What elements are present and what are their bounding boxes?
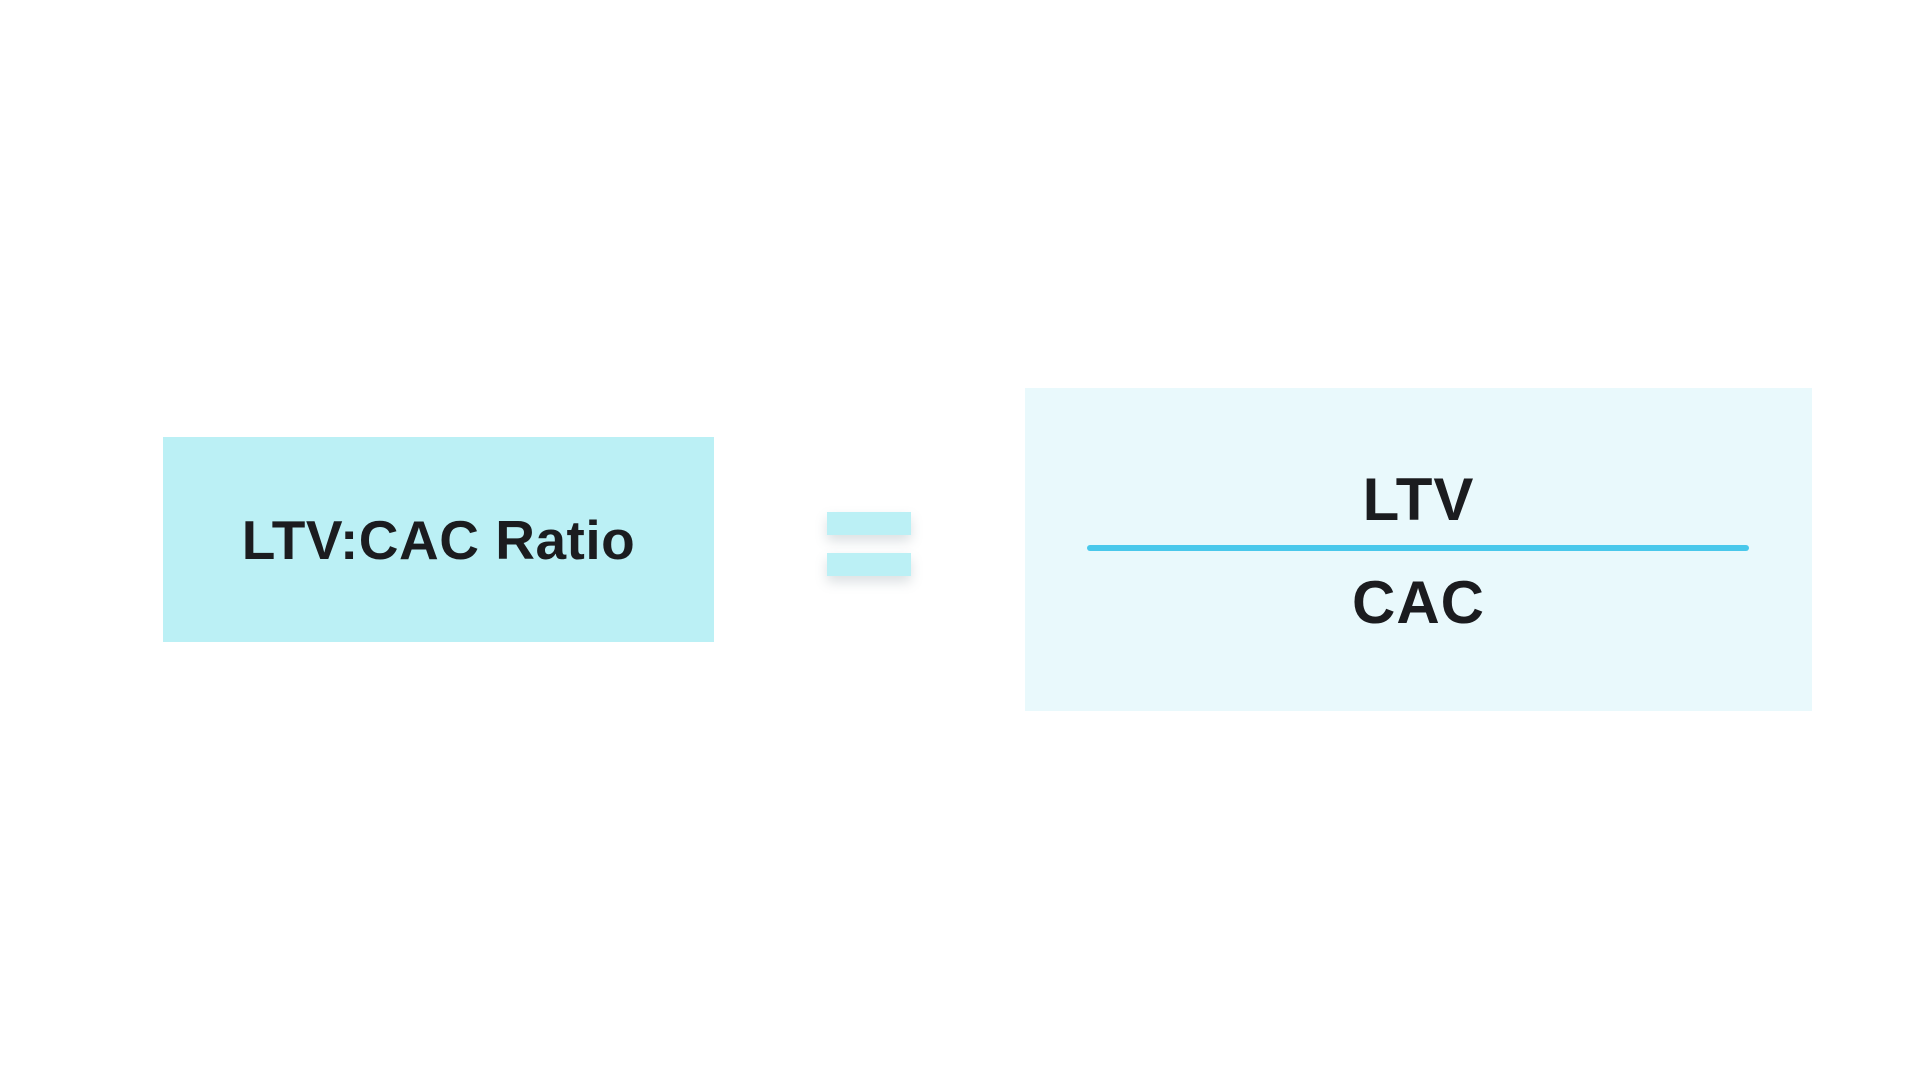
ratio-title-box: LTV:CAC Ratio [163,437,714,642]
fraction-divider-line [1087,545,1749,551]
formula-box: LTV CAC [1025,388,1812,711]
equals-sign-icon [827,512,911,576]
equals-bottom-bar [827,553,911,576]
equals-top-bar [827,512,911,535]
denominator-label: CAC [1352,569,1485,636]
numerator-label: LTV [1362,466,1475,533]
ratio-title-label: LTV:CAC Ratio [241,508,636,571]
